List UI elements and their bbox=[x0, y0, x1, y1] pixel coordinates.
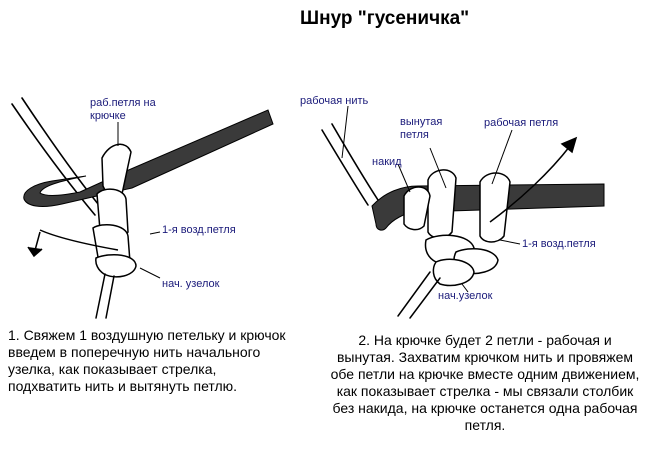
figure-1-chain-loops bbox=[92, 143, 137, 278]
label-first-chain-fig2: 1-я возд.петля bbox=[522, 238, 596, 250]
step-2-description: 2. На крючке будет 2 петли - рабочая и в… bbox=[330, 332, 640, 433]
figure-1-leader-lines bbox=[117, 122, 161, 279]
step-1-description: 1. Свяжем 1 воздушную петельку и крючок … bbox=[8, 327, 286, 394]
label-working-loop-fig1: раб.петля на крючке bbox=[90, 97, 156, 122]
figure-2-arrow bbox=[489, 136, 578, 223]
figure-1-arrow bbox=[27, 229, 119, 258]
label-start-knot-fig1: нач. узелок bbox=[162, 278, 220, 290]
figure-2-leader-lines bbox=[341, 105, 521, 293]
figure-1-tail-thread bbox=[95, 273, 115, 319]
figure-2-drawing bbox=[321, 105, 605, 319]
figure-1-working-thread bbox=[11, 97, 104, 216]
figure-2-tail-thread bbox=[397, 271, 441, 319]
label-start-knot-fig2: нач.узелок bbox=[438, 290, 493, 302]
label-working-loop-fig2: рабочая петля bbox=[484, 117, 559, 129]
label-pulled-loop-fig2: вынутая петля bbox=[400, 116, 443, 141]
label-working-thread-fig2: рабочая нить bbox=[300, 95, 369, 107]
figure-2-loops bbox=[403, 169, 511, 287]
page-title: Шнур "гусеничка" bbox=[300, 8, 470, 29]
figure-1-drawing bbox=[11, 97, 274, 319]
label-first-chain-fig1: 1-я возд.петля bbox=[162, 224, 236, 236]
figure-2-working-thread bbox=[321, 123, 379, 206]
label-yarn-over-fig2: накид bbox=[372, 156, 402, 168]
figure-1-hook bbox=[23, 109, 274, 207]
